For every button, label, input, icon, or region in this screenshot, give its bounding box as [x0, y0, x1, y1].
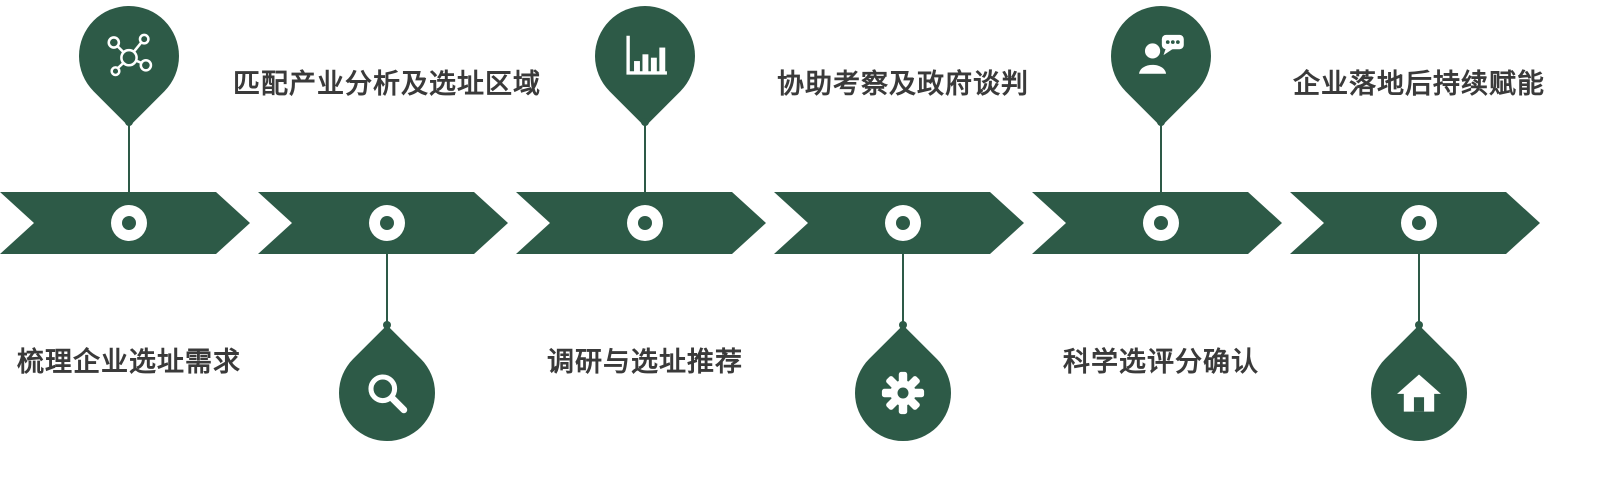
timeline-node — [369, 205, 405, 241]
network-icon — [79, 6, 179, 106]
balloon — [58, 0, 200, 127]
balloon-knot — [1157, 118, 1165, 126]
balloon-knot — [1415, 321, 1423, 329]
step-label: 梳理企业选址需求 — [17, 347, 241, 377]
step-label: 调研与选址推荐 — [547, 347, 743, 377]
balloon-knot — [125, 118, 133, 126]
balloon — [1351, 325, 1487, 461]
connector-line — [1418, 223, 1420, 325]
balloon — [574, 0, 716, 127]
connector-line — [902, 223, 904, 325]
balloon — [1090, 0, 1232, 127]
timeline-node — [627, 205, 663, 241]
balloon-knot — [383, 321, 391, 329]
timeline-node — [111, 205, 147, 241]
bar-chart-icon — [595, 6, 695, 106]
balloon — [319, 325, 455, 461]
timeline-node — [1401, 205, 1437, 241]
timeline-node — [885, 205, 921, 241]
connector-line — [386, 223, 388, 325]
gear-icon — [855, 345, 951, 441]
connector-line — [644, 122, 646, 224]
balloon — [835, 325, 971, 461]
step-label: 匹配产业分析及选址区域 — [233, 69, 541, 99]
search-icon — [339, 345, 435, 441]
balloon-knot — [899, 321, 907, 329]
step-label: 协助考察及政府谈判 — [777, 69, 1029, 99]
step-label: 科学选评分确认 — [1063, 347, 1259, 377]
connector-line — [1160, 122, 1162, 224]
person-chat-icon — [1111, 6, 1211, 106]
timeline-node — [1143, 205, 1179, 241]
step-label: 企业落地后持续赋能 — [1293, 69, 1545, 99]
connector-line — [128, 122, 130, 224]
home-icon — [1371, 345, 1467, 441]
balloon-knot — [641, 118, 649, 126]
